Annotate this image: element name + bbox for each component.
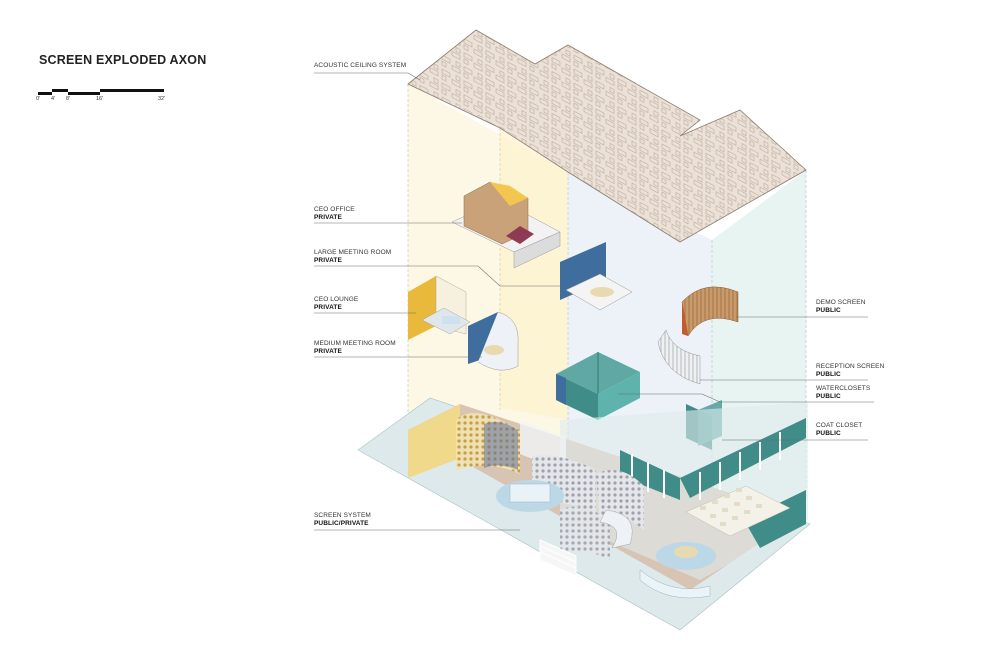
- large-meeting-module: [560, 242, 633, 311]
- scale-tick-32: 32': [158, 96, 166, 102]
- label-large-meeting: LARGE MEETING ROOM PRIVATE: [314, 249, 391, 265]
- label-demo-screen-name: DEMO SCREEN: [816, 299, 866, 306]
- label-coat-closet: COAT CLOSET PUBLIC: [816, 422, 862, 438]
- label-acoustic-ceiling-name: ACOUSTIC CEILING SYSTEM: [314, 62, 407, 69]
- medium-meeting-module: [468, 311, 519, 371]
- label-screen-system: SCREEN SYSTEM PUBLIC/PRIVATE: [314, 512, 371, 528]
- label-screen-system-name: SCREEN SYSTEM: [314, 512, 371, 519]
- label-ceo-office-access: PRIVATE: [314, 214, 342, 221]
- scale-tick-0: 0': [36, 96, 41, 102]
- diagram-title: SCREEN EXPLODED AXON: [39, 53, 207, 67]
- leader-lines: [314, 72, 874, 531]
- label-medium-meeting-access: PRIVATE: [314, 348, 342, 355]
- label-acoustic-ceiling: ACOUSTIC CEILING SYSTEM: [314, 62, 406, 70]
- label-ceo-office: CEO OFFICE PRIVATE: [314, 206, 355, 222]
- ceo-lounge-module: [408, 275, 471, 340]
- scale-tick-8: 8': [66, 96, 71, 102]
- label-medium-meeting: MEDIUM MEETING ROOM PRIVATE: [314, 340, 396, 356]
- label-reception-screen: RECEPTION SCREEN PUBLIC: [816, 363, 884, 379]
- demo-screen-module: [681, 286, 739, 337]
- label-reception-screen-name: RECEPTION SCREEN: [816, 363, 885, 370]
- ceo-office-module: [451, 181, 561, 269]
- label-ceo-lounge-name: CEO LOUNGE: [314, 296, 359, 303]
- acoustic-ceiling: [407, 29, 807, 243]
- label-waterclosets-name: WATERCLOSETS: [816, 385, 871, 392]
- scale-tick-4: 4': [51, 96, 56, 102]
- label-medium-meeting-name: MEDIUM MEETING ROOM: [314, 340, 396, 347]
- reception-screen-module: [657, 329, 701, 385]
- label-screen-system-access: PUBLIC/PRIVATE: [314, 520, 369, 527]
- scale-tick-16: 16': [96, 96, 104, 102]
- label-ceo-office-name: CEO OFFICE: [314, 206, 355, 213]
- label-demo-screen: DEMO SCREEN PUBLIC: [816, 299, 866, 315]
- ground-floor: [357, 397, 811, 631]
- waterclosets-module: [556, 352, 640, 420]
- scale-bar: 0' 4' 8' 16' 32': [36, 86, 176, 106]
- label-ceo-lounge: CEO LOUNGE PRIVATE: [314, 296, 358, 312]
- label-reception-screen-access: PUBLIC: [816, 371, 841, 378]
- label-demo-screen-access: PUBLIC: [816, 307, 841, 314]
- label-coat-closet-access: PUBLIC: [816, 430, 841, 437]
- label-coat-closet-name: COAT CLOSET: [816, 422, 863, 429]
- label-ceo-lounge-access: PRIVATE: [314, 304, 342, 311]
- label-waterclosets-access: PUBLIC: [816, 393, 841, 400]
- label-waterclosets: WATERCLOSETS PUBLIC: [816, 385, 870, 401]
- label-large-meeting-name: LARGE MEETING ROOM: [314, 249, 392, 256]
- scale-bar-graphic: [38, 89, 164, 95]
- label-large-meeting-access: PRIVATE: [314, 257, 342, 264]
